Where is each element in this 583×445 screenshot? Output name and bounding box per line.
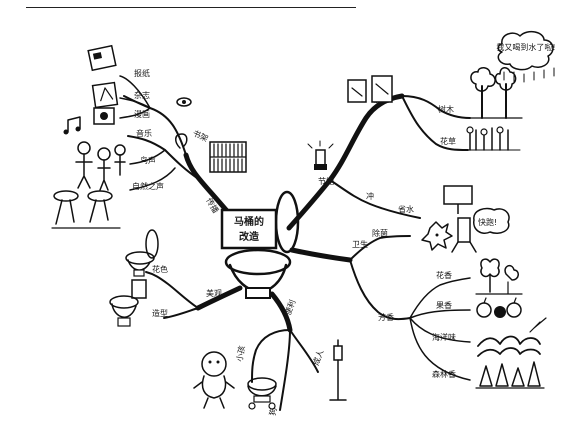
label-nature: 自然之声 (132, 181, 164, 191)
eye-icon (176, 97, 192, 107)
label-music: 音乐 (136, 128, 152, 138)
flowers-icon (461, 126, 521, 151)
branch-books-line (123, 95, 187, 156)
label-flowers: 花草 (440, 136, 456, 146)
label-forest-scent: 森林香 (432, 369, 456, 379)
water-tank-icon (443, 185, 473, 214)
label-adult: 成人 (310, 348, 325, 366)
branch-adult-line (289, 329, 319, 373)
branch-water-line (329, 179, 421, 219)
comic-icon (93, 107, 115, 125)
speech-bubble-icon (473, 207, 510, 234)
label-flower-scent: 花香 (436, 270, 452, 280)
branch-child-line (251, 329, 291, 383)
branch-colorful-line (145, 271, 199, 309)
ocean-wave-icon (477, 317, 547, 357)
branch-trees-line (401, 95, 471, 119)
branch-magazine-line (119, 97, 151, 109)
ear-icon (175, 133, 188, 149)
label-flush: 冲 (366, 191, 374, 201)
hygiene-subbranches (349, 235, 471, 381)
label-style: 美观 (206, 288, 222, 298)
branch-energy-trunk (286, 93, 405, 231)
cloud-icon (497, 30, 555, 83)
branch-style-trunk (195, 285, 243, 311)
label-fragrance: 芳香 (378, 312, 394, 322)
branch-convenience-trunk (269, 291, 293, 333)
branch-fragrance-line (349, 259, 411, 321)
toilet-foot (245, 287, 271, 299)
label-pet: 狗 (267, 407, 278, 417)
label-colorful: 花色 (152, 264, 168, 274)
center-label-box (220, 208, 278, 250)
branch-flowers-line (401, 95, 469, 151)
toilet-bowl-rim (224, 248, 292, 276)
trees-icon (465, 67, 523, 119)
label-books: 书架 (191, 128, 210, 144)
fertilizer-bag-icon (347, 75, 393, 103)
branch-nature-line (129, 167, 176, 191)
spread-subbranches (119, 75, 201, 191)
branch-shape-line (163, 307, 199, 319)
label-water: 省水 (398, 204, 414, 214)
baby-icon (193, 351, 235, 409)
label-sterilize: 除菌 (372, 228, 388, 238)
label-child: 小孩 (234, 345, 247, 362)
convenience-subbranches (251, 329, 319, 411)
label-comic: 漫画 (134, 109, 150, 119)
branch-fruit-scent-line (409, 309, 471, 319)
branch-pet-line (279, 329, 291, 411)
label-energy: 节能 (318, 176, 334, 186)
cropped-text-strip (26, 7, 356, 8)
shaped-toilet-icon (109, 279, 147, 327)
label-shape: 造型 (152, 308, 168, 318)
spray-character-icon (451, 217, 477, 253)
center-title-line2: 改造 (239, 230, 260, 243)
germ-character-icon (421, 221, 453, 251)
music-note-icon (63, 116, 81, 135)
branch-comic-line (119, 107, 151, 119)
cropped-text-ink (26, 7, 356, 8)
bookshelf-icon (209, 141, 247, 173)
branch-forest-scent-line (409, 317, 471, 381)
label-hygiene: 卫生 (352, 239, 368, 249)
label-fruit-scent: 果香 (436, 300, 452, 310)
branch-ocean-scent-line (409, 317, 471, 343)
child-toilet-icon (247, 377, 277, 410)
branch-newspaper-line (119, 75, 151, 109)
label-trees: 树木 (438, 104, 454, 114)
label-magazine: 杂志 (134, 90, 150, 100)
branch-birdsong-line (129, 149, 166, 165)
style-subbranches (145, 271, 199, 319)
newspaper-icon (87, 44, 117, 72)
iv-drip-icon (329, 339, 347, 401)
cropped-top-text (0, 0, 583, 8)
cloud-speech-text: 我又喝到水了啦! (496, 42, 555, 52)
rock-formations-icon (51, 190, 121, 229)
branch-hygiene-trunk (289, 247, 353, 263)
label-convenience: 便利 (282, 298, 297, 316)
flower-scent-icon (475, 258, 523, 295)
light-bulb-icon (307, 140, 334, 170)
branch-flower-scent-line (409, 277, 471, 319)
label-ocean-scent: 海洋味 (432, 332, 456, 342)
label-newspaper: 报纸 (134, 68, 150, 78)
label-birdsong: 鸟声 (140, 155, 156, 165)
center-title-line1: 马桶的 (234, 215, 264, 228)
people-icon (75, 141, 126, 191)
colorful-toilet-icon (125, 229, 159, 277)
fruit-scent-icon (476, 297, 522, 318)
label-fast-smile: 快跑! (478, 217, 497, 227)
forest-trees-icon (475, 361, 545, 389)
magazine-icon (91, 81, 119, 109)
central-toilet-illustration (220, 190, 300, 299)
branch-sterilize-line (349, 235, 411, 261)
energy-subbranches (329, 95, 471, 219)
